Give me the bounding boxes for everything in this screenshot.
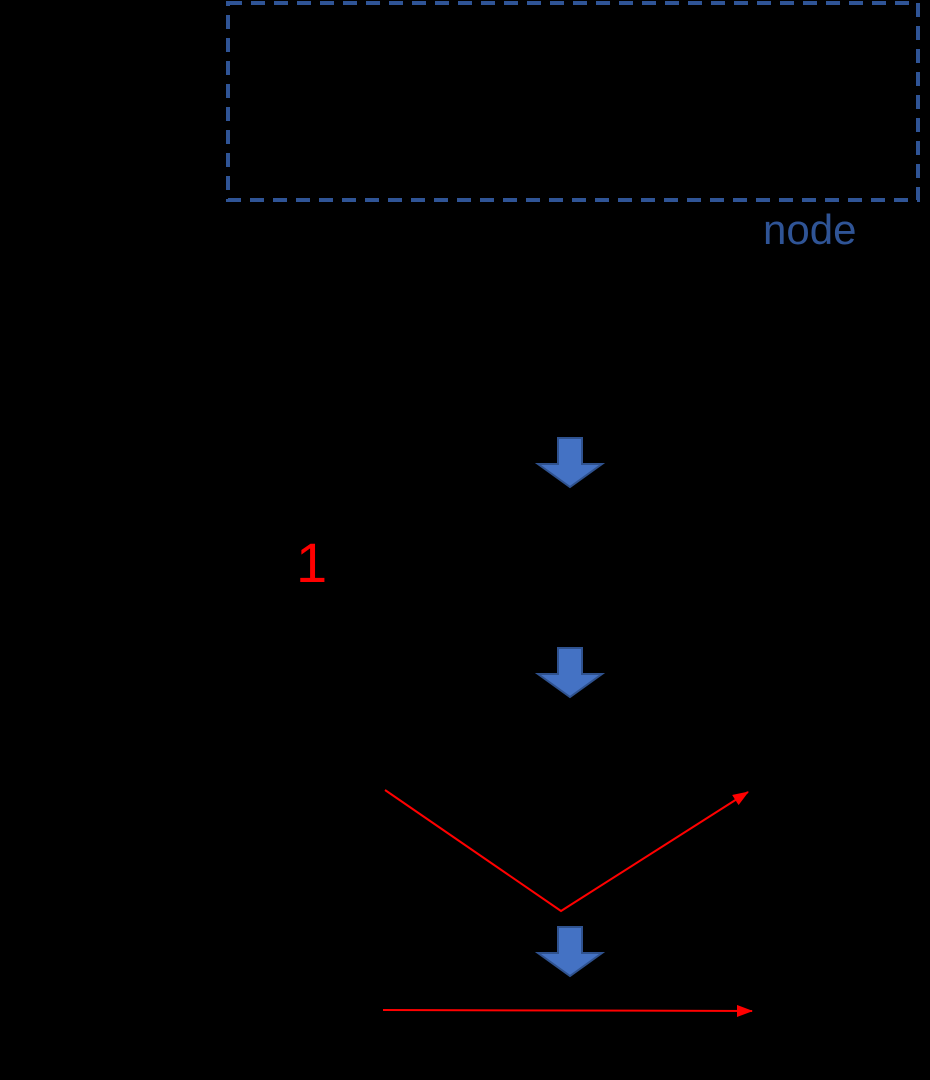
down-arrow-icon: [534, 647, 606, 699]
down-arrow-icon: [534, 437, 606, 489]
step-1-label: 1: [296, 531, 328, 594]
node-box-label: node: [763, 206, 857, 253]
node-boundary-box: [226, 1, 920, 202]
red-v-arrow-icon: [384, 789, 749, 913]
down-arrow-icon: [534, 926, 606, 978]
red-right-arrow-icon: [382, 1004, 753, 1017]
